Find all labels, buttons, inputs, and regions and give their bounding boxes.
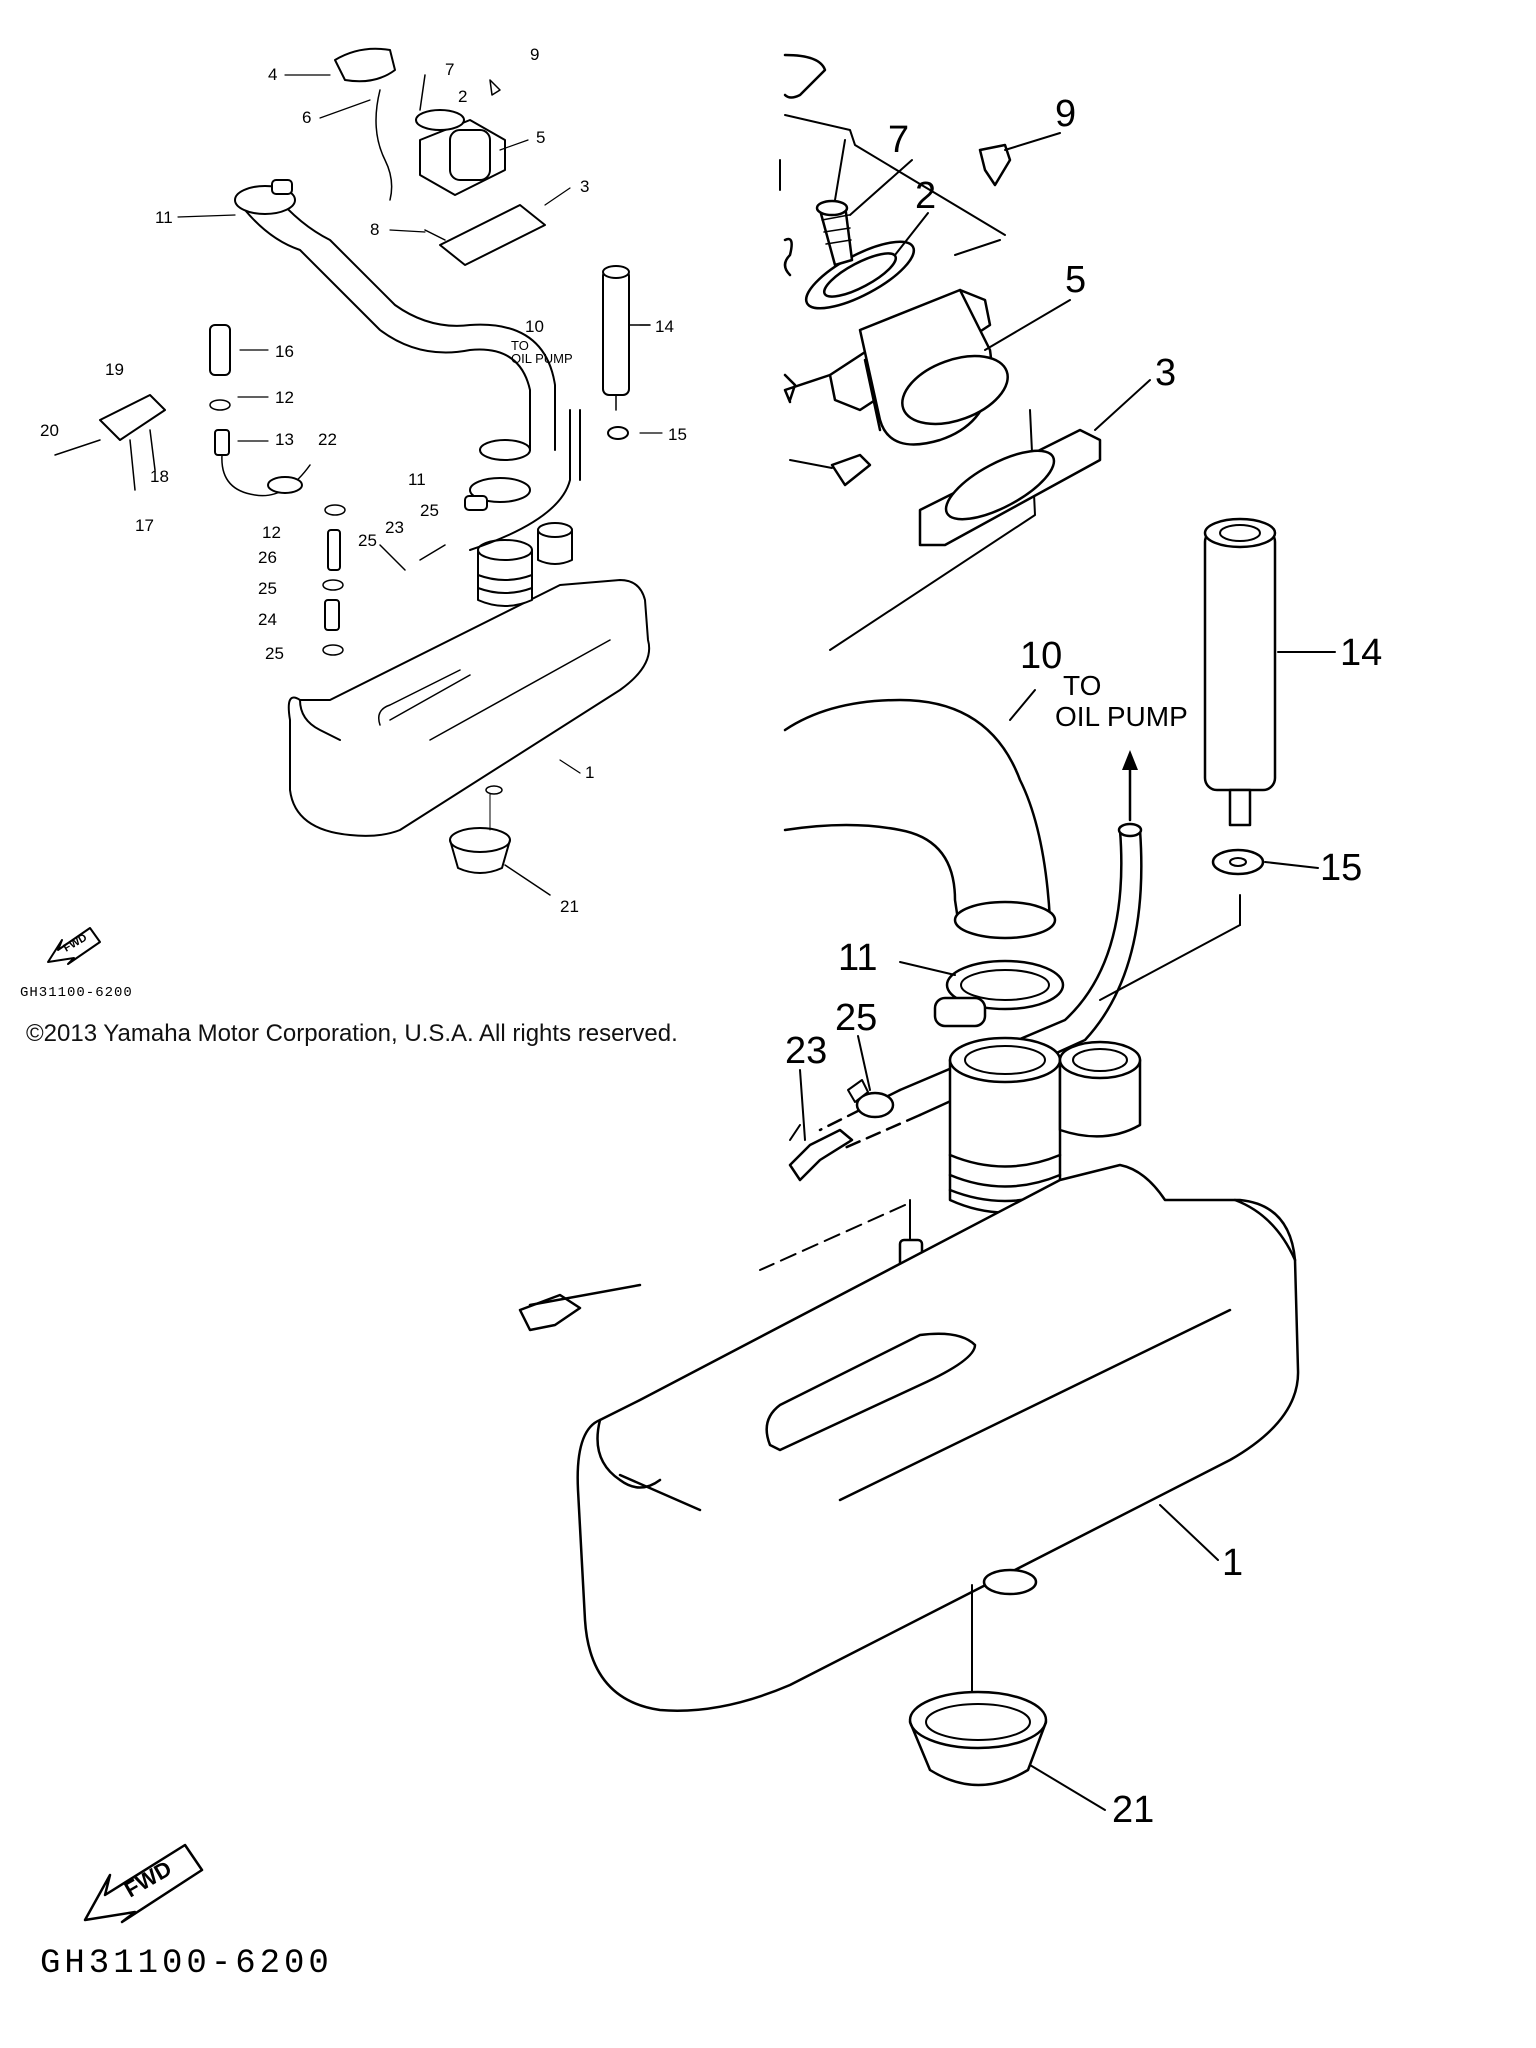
small-label-20: 20 [40, 421, 59, 440]
small-label-22: 22 [318, 430, 337, 449]
large-grommet-21 [908, 1568, 1048, 1787]
small-label-13: 13 [275, 430, 294, 449]
large-label-23: 23 [785, 1030, 827, 1072]
small-fittings-left [209, 324, 446, 656]
large-fitting-8 [789, 453, 872, 487]
small-drawing-code: GH31100-6200 [20, 985, 133, 1001]
large-label-2: 2 [915, 175, 936, 217]
large-label-14: 14 [1340, 632, 1382, 674]
large-view: FWD 1 2 3 5 7 9 10 11 14 15 21 23 25 TO … [83, 53, 1382, 1924]
large-label-1: 1 [1222, 1542, 1243, 1584]
small-oil-hose [469, 409, 581, 551]
large-breather-socket [1058, 1040, 1142, 1138]
small-label-15: 15 [668, 425, 687, 444]
large-clamp-25 [847, 1079, 895, 1119]
large-label-25: 25 [835, 997, 877, 1039]
small-label-7: 7 [445, 60, 454, 79]
small-label-12a: 12 [275, 388, 294, 407]
small-label-5: 5 [536, 128, 545, 147]
large-label-7: 7 [888, 119, 909, 161]
small-label-25a: 25 [420, 501, 439, 520]
small-grommet-15 [607, 426, 629, 440]
small-label-8: 8 [370, 220, 379, 239]
small-note-line1: TO [511, 338, 529, 353]
large-label-21: 21 [1112, 1789, 1154, 1831]
large-clamp-11 [933, 959, 1065, 1028]
small-leader-lines [177, 74, 663, 774]
small-label-11a: 11 [155, 208, 173, 227]
small-label-11b: 11 [408, 470, 426, 489]
small-pipe-14 [602, 265, 651, 411]
small-label-19: 19 [105, 360, 124, 379]
large-filler-flange-5 [783, 288, 1009, 446]
small-clamp-11-upper [234, 179, 296, 215]
large-filler-neck [948, 1036, 1062, 1214]
large-note-line1: TO [1063, 670, 1101, 701]
small-label-4: 4 [268, 65, 277, 84]
small-label-24: 24 [258, 610, 277, 629]
large-partial-cut-shapes [518, 53, 827, 1332]
small-cap-assembly [334, 47, 546, 266]
small-label-21: 21 [560, 897, 579, 916]
small-label-16: 16 [275, 342, 294, 361]
small-label-23: 23 [385, 518, 404, 537]
large-gasket-3 [918, 428, 1102, 547]
small-oil-tank [287, 579, 651, 837]
large-note-line2: OIL PUMP [1055, 701, 1188, 732]
large-pipe-14 [1203, 517, 1277, 827]
small-note-line2: OIL PUMP [511, 351, 573, 366]
small-label-14: 14 [655, 317, 674, 336]
small-label-18: 18 [150, 467, 169, 486]
small-label-25d: 25 [265, 644, 284, 663]
large-oil-tank [576, 1163, 1300, 1712]
small-fwd-arrow: FWD [47, 927, 101, 965]
small-clamp-11-lower [464, 477, 531, 511]
small-label-6: 6 [302, 108, 311, 127]
small-label-25c: 25 [258, 579, 277, 598]
small-hose-10 [244, 194, 556, 461]
large-gasket-2 [804, 240, 916, 310]
large-fwd-arrow: FWD [83, 1843, 204, 1924]
small-label-12b: 12 [262, 523, 281, 542]
small-label-10: 10 [525, 317, 544, 336]
large-drawing-code: GH31100-6200 [40, 1945, 333, 1983]
large-hose-10 [783, 698, 1057, 940]
small-bracket-assembly [54, 394, 166, 491]
large-label-11: 11 [838, 937, 877, 979]
large-screw-7 [815, 199, 854, 267]
large-fitting-23 [788, 1124, 854, 1182]
large-label-10: 10 [1020, 635, 1062, 677]
small-label-26: 26 [258, 548, 277, 567]
small-label-3: 3 [580, 177, 589, 196]
small-label-17: 17 [135, 516, 154, 535]
large-label-5: 5 [1065, 259, 1086, 301]
large-grommet-15 [1099, 848, 1265, 1001]
small-label-1: 1 [585, 763, 594, 782]
large-leader-lines [799, 132, 1336, 1811]
large-label-3: 3 [1155, 352, 1176, 394]
small-label-9: 9 [530, 45, 539, 64]
large-label-15: 15 [1320, 847, 1362, 889]
small-label-25b: 25 [358, 531, 377, 550]
small-label-2: 2 [458, 87, 467, 106]
large-outline-lines [779, 114, 1036, 651]
small-filler-neck [477, 522, 573, 607]
large-label-9: 9 [1055, 93, 1076, 135]
small-grommet-21 [449, 785, 551, 896]
large-screw-9 [978, 143, 1012, 187]
copyright-notice: ©2013 Yamaha Motor Corporation, U.S.A. A… [26, 1020, 678, 1047]
small-view: FWD 1 2 3 4 5 6 7 8 9 10 11 11 12 12 13 … [20, 45, 687, 1001]
